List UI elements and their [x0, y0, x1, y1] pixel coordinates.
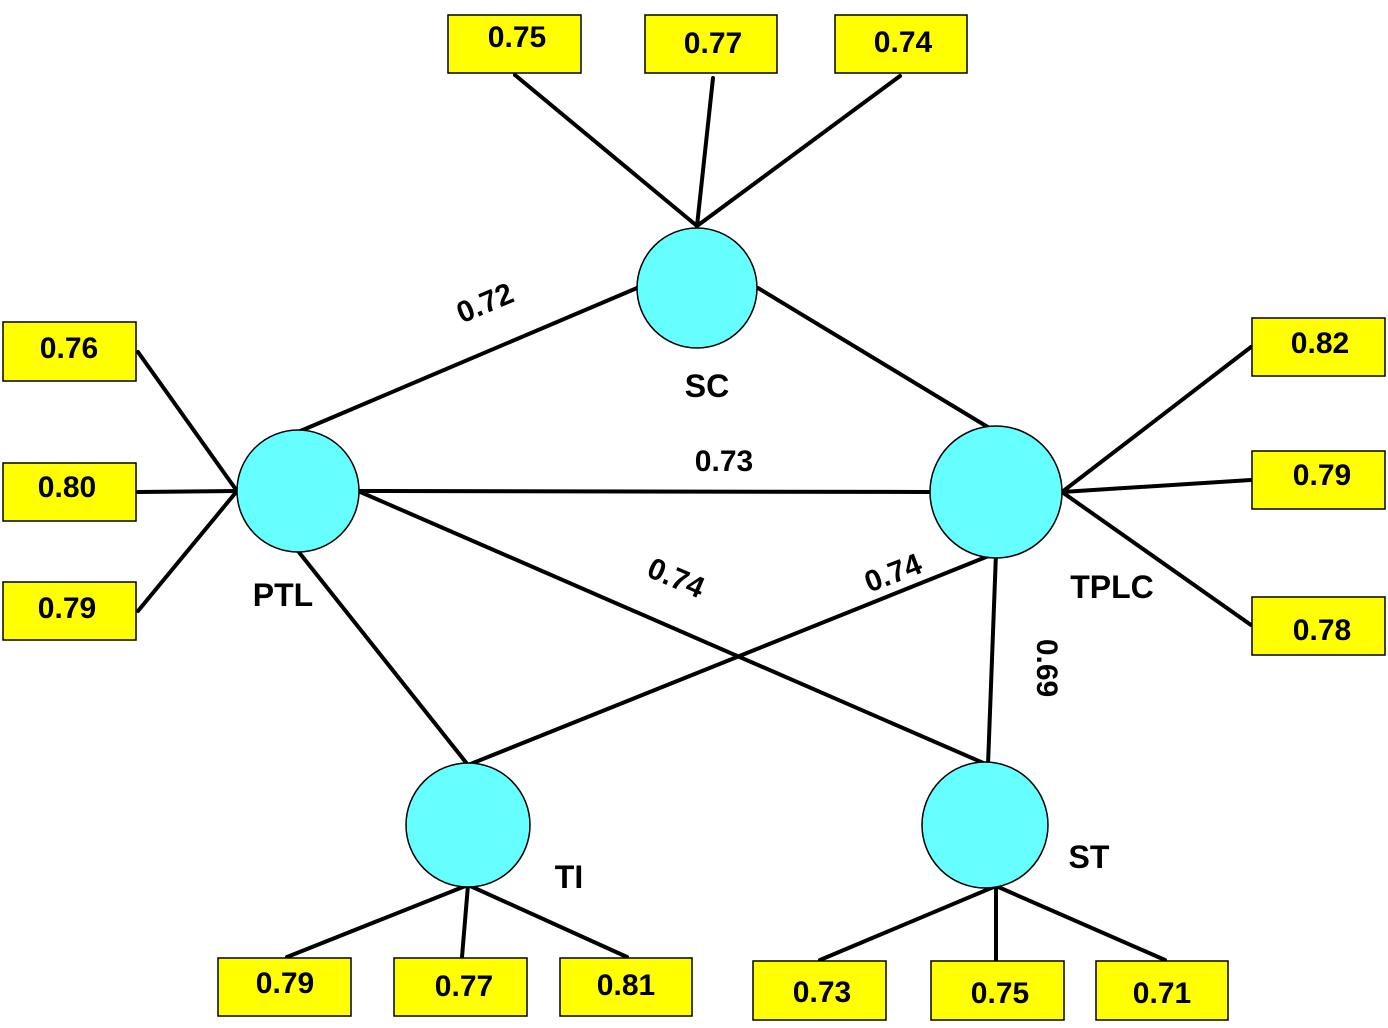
- indicator-value-tplc-3: 0.78: [1293, 614, 1351, 647]
- node-label-sc: SC: [685, 368, 729, 404]
- measurement-paths: [136, 73, 1253, 962]
- loading-line-sc-1: [513, 73, 699, 228]
- indicator-value-ptl-2: 0.80: [38, 471, 96, 504]
- path-ti-tplc: [466, 551, 998, 767]
- indicator-value-ptl-3: 0.79: [38, 592, 96, 625]
- node-label-ti: TI: [555, 859, 583, 895]
- indicator-value-ti-3: 0.81: [597, 969, 655, 1002]
- node-st: [921, 761, 1049, 889]
- indicator-boxes: 0.75 0.77 0.74 0.76 0.80 0.79 0.82 0.79 …: [2, 14, 1386, 1021]
- indicator-value-st-3: 0.71: [1133, 977, 1191, 1010]
- coef-ptl-sc: 0.72: [452, 277, 519, 330]
- indicator-box-st-2: [930, 960, 1065, 1021]
- indicator-box-st-1: [752, 960, 887, 1021]
- path-ptl-st: [356, 489, 990, 767]
- indicator-value-tplc-2: 0.79: [1293, 459, 1351, 492]
- node-ti: [405, 762, 531, 888]
- node-label-ptl: PTL: [253, 577, 313, 613]
- coef-tplc-st: 0.69: [1030, 639, 1063, 697]
- indicator-box-ptl-2: [2, 462, 137, 522]
- indicator-box-sc-1: [447, 14, 582, 74]
- indicator-box-sc-2: [644, 14, 778, 74]
- loading-line-ti-2: [460, 883, 470, 959]
- indicator-value-sc-1: 0.75: [488, 21, 546, 54]
- indicator-box-ptl-1: [2, 321, 137, 382]
- loading-line-ptl-2: [136, 489, 239, 494]
- path-ptl-ti: [296, 549, 470, 767]
- path-ptl-sc: [296, 286, 639, 434]
- indicator-value-tplc-1: 0.82: [1291, 327, 1349, 360]
- indicator-box-ti-1: [217, 957, 352, 1017]
- loading-line-st-3: [994, 884, 1167, 962]
- loading-line-ptl-3: [136, 489, 239, 613]
- indicator-value-ti-1: 0.79: [256, 967, 314, 1000]
- loading-line-ti-1: [285, 883, 470, 959]
- loading-line-sc-3: [695, 74, 902, 228]
- structural-paths: [296, 286, 998, 767]
- indicator-box-ti-3: [559, 957, 693, 1017]
- node-label-st: ST: [1069, 839, 1110, 875]
- indicator-box-tplc-2: [1251, 450, 1386, 510]
- indicator-value-ti-2: 0.77: [435, 970, 493, 1003]
- loading-line-tplc-2: [1060, 478, 1253, 494]
- indicator-box-ptl-3: [2, 581, 137, 641]
- indicator-value-ptl-1: 0.76: [40, 332, 98, 365]
- loading-line-ptl-1: [136, 350, 239, 493]
- node-label-tplc: TPLC: [1070, 569, 1154, 605]
- indicator-value-st-2: 0.75: [971, 977, 1029, 1010]
- coef-ptl-st: 0.74: [642, 552, 709, 605]
- indicator-value-sc-3: 0.74: [874, 26, 933, 59]
- indicator-box-sc-3: [834, 14, 968, 74]
- node-sc: [636, 227, 758, 349]
- indicator-value-sc-2: 0.77: [684, 27, 742, 60]
- loading-line-ti-3: [466, 883, 629, 959]
- loading-line-sc-2: [695, 76, 715, 228]
- indicator-box-tplc-3: [1251, 596, 1386, 656]
- coef-ptl-tplc: 0.73: [695, 445, 753, 478]
- path-sc-tplc: [756, 286, 998, 434]
- loading-line-st-1: [818, 884, 998, 962]
- node-labels: SC PTL TPLC TI ST: [253, 368, 1154, 895]
- latent-nodes: [236, 227, 1063, 889]
- indicator-box-st-3: [1095, 960, 1229, 1021]
- indicator-box-ti-2: [393, 957, 528, 1017]
- path-tplc-st: [986, 551, 998, 767]
- indicator-value-st-1: 0.73: [793, 976, 851, 1009]
- loading-line-tplc-1: [1060, 345, 1253, 494]
- coef-ti-tplc: 0.74: [860, 547, 927, 599]
- indicator-box-tplc-1: [1251, 317, 1386, 377]
- node-tplc: [929, 425, 1063, 559]
- node-ptl: [236, 429, 360, 553]
- loading-line-tplc-3: [1060, 490, 1253, 627]
- path-ptl-tplc: [356, 489, 932, 494]
